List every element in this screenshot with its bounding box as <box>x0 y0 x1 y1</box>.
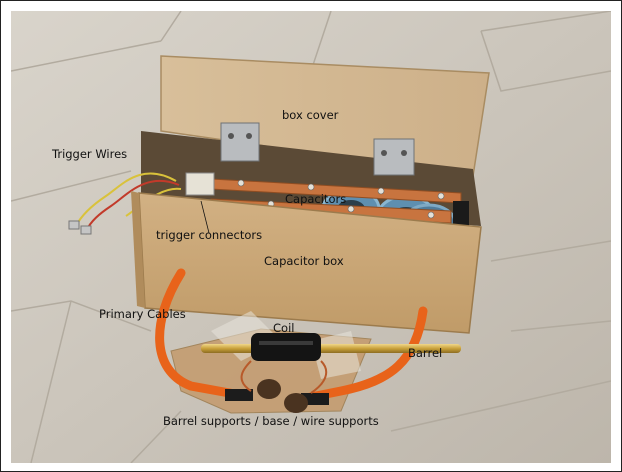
coil-label-strip <box>259 341 313 345</box>
label-box-cover: box cover <box>282 108 339 122</box>
label-trigger-connectors: trigger connectors <box>156 228 263 242</box>
hinges <box>220 122 415 176</box>
trigger-connector-block <box>185 172 215 196</box>
coil-body <box>251 333 321 361</box>
coil-lead-left <box>240 360 252 392</box>
label-barrel-supports: Barrel supports / base / wire supports <box>163 414 379 428</box>
cable-tape-right <box>301 393 329 405</box>
acrylic-support-2 <box>311 331 361 379</box>
photo-illustration <box>11 11 611 463</box>
box-front <box>138 192 482 334</box>
coilgun-photo: box cover Trigger Wires Capacitors trigg… <box>11 11 611 463</box>
label-trigger-wires: Trigger Wires <box>52 147 128 161</box>
primary-cable-left <box>155 268 251 401</box>
box-side <box>131 191 145 308</box>
tile-grout <box>11 11 611 463</box>
label-barrel: Barrel <box>408 346 443 360</box>
label-capacitor-box: Capacitor box <box>264 254 344 268</box>
primary-cable-right <box>296 306 428 404</box>
bolts <box>237 179 445 219</box>
label-primary-cables: Primary Cables <box>99 307 186 321</box>
label-coil: Coil <box>273 321 295 335</box>
cable-tape-left <box>225 389 253 401</box>
leader-lines <box>200 200 210 234</box>
coil-lead-right <box>310 360 328 394</box>
wire-support-knob-2 <box>284 393 308 413</box>
wire-support-knob <box>257 379 281 399</box>
wire-terminals <box>68 220 92 235</box>
label-capacitors: Capacitors <box>285 192 347 206</box>
